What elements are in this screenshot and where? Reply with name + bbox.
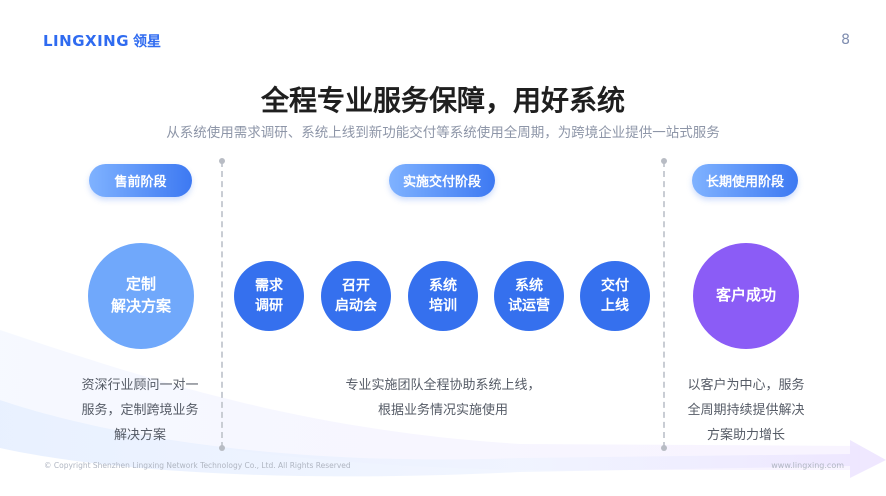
stage-pill-delivery: 实施交付阶段 (389, 164, 495, 197)
stage-pill-presale: 售前阶段 (89, 164, 192, 197)
step-3-line-2: 培训 (429, 298, 457, 314)
step-4-line-2: 试运营 (508, 298, 550, 314)
step-4-line-1: 系统 (515, 277, 543, 294)
brand-logo: LINGXING 领星 (43, 31, 161, 51)
customer-success-label: 客户成功 (715, 286, 776, 305)
customer-success-circle: 客户成功 (693, 243, 799, 349)
step-circle-requirement: 需求 调研 (234, 261, 304, 331)
longterm-desc-line-1: 以客户为中心，服务 (687, 378, 805, 393)
step-circle-training: 系统 培训 (408, 261, 478, 331)
step-5-line-1: 交付 (601, 277, 629, 294)
stage-pill-longterm: 长期使用阶段 (692, 164, 798, 197)
presale-desc-line-1: 资深行业顾问一对一 (81, 378, 199, 393)
page-number: 8 (841, 32, 850, 48)
stage-divider-left (219, 158, 225, 451)
step-circle-go-live: 交付 上线 (580, 261, 650, 331)
longterm-desc-line-2: 全周期持续提供解决 (687, 403, 805, 418)
presale-circle-line-2: 解决方案 (110, 297, 171, 315)
delivery-description: 专业实施团队全程协助系统上线， 根据业务情况实施使用 (300, 373, 586, 423)
longterm-description: 以客户为中心，服务 全周期持续提供解决 方案助力增长 (670, 373, 822, 448)
step-3-line-1: 系统 (429, 277, 457, 294)
presale-circle-line-1: 定制 (125, 275, 156, 294)
page-subtitle: 从系统使用需求调研、系统上线到新功能交付等系统使用全周期，为跨境企业提供一站式服… (166, 125, 720, 141)
presale-desc-line-3: 解决方案 (113, 428, 166, 443)
presale-description: 资深行业顾问一对一 服务，定制跨境业务 解决方案 (64, 373, 216, 448)
step-2-line-2: 启动会 (335, 298, 377, 314)
delivery-desc-line-1: 专业实施团队全程协助系统上线， (345, 378, 541, 393)
step-1-line-2: 调研 (255, 298, 283, 314)
logo-text-en: LINGXING (43, 32, 130, 50)
delivery-desc-line-2: 根据业务情况实施使用 (377, 403, 508, 418)
step-circle-kickoff: 召开 启动会 (321, 261, 391, 331)
footer-copyright: © Copyright Shenzhen Lingxing Network Te… (44, 461, 351, 470)
longterm-desc-line-3: 方案助力增长 (706, 428, 785, 443)
stage-divider-right (661, 158, 667, 451)
step-2-line-1: 召开 (342, 277, 370, 294)
step-5-line-2: 上线 (601, 298, 629, 314)
page-title: 全程专业服务保障，用好系统 (260, 84, 625, 117)
step-1-line-1: 需求 (255, 277, 283, 294)
presale-desc-line-2: 服务，定制跨境业务 (81, 403, 199, 418)
footer-website: www.lingxing.com (771, 461, 844, 470)
presale-circle: 定制 解决方案 (88, 243, 194, 349)
step-circle-trial-run: 系统 试运营 (494, 261, 564, 331)
logo-text-cn: 领星 (133, 34, 162, 50)
